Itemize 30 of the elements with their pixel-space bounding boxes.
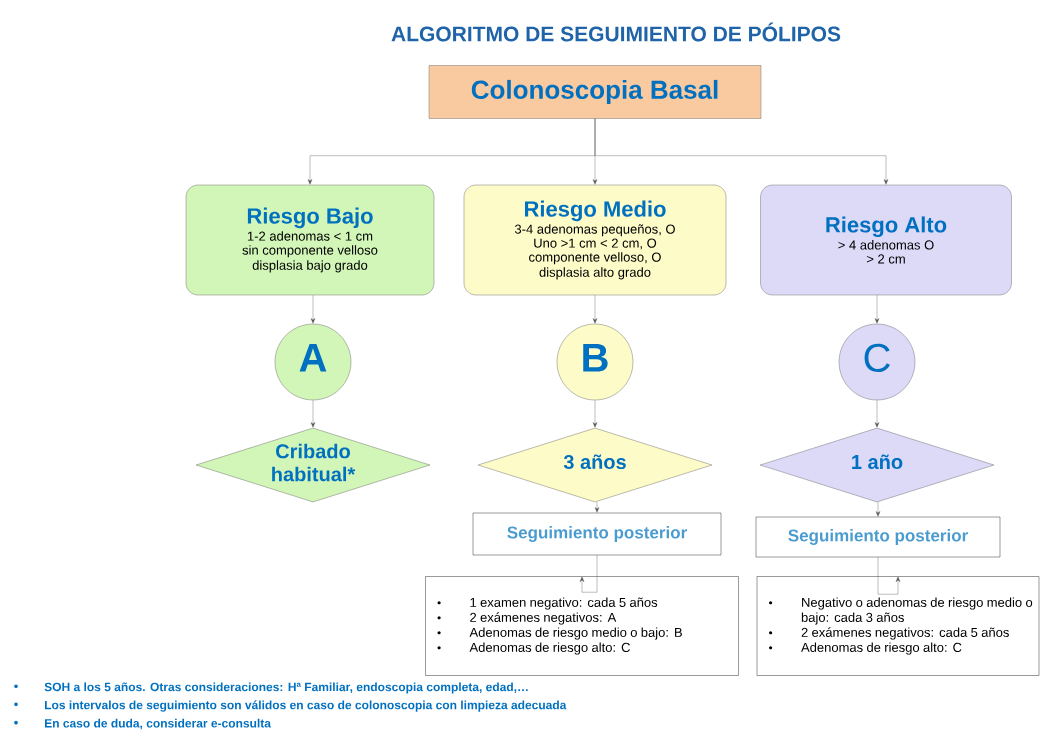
follow-up-box: Seguimiento posterior bbox=[472, 512, 722, 556]
list-box bbox=[425, 576, 739, 676]
risk-box: Riesgo Alto > 4 adenomas O > 2 cm bbox=[760, 184, 1012, 296]
list-item: Adenomas de riesgo alto: C bbox=[769, 642, 962, 655]
arrow bbox=[579, 555, 598, 593]
list-item: Negativo o adenomas de riesgo medio o bajo: cada 3 años bbox=[769, 597, 1033, 625]
arrow bbox=[875, 502, 881, 517]
arrow bbox=[594, 502, 600, 513]
note: Los intervalos de seguimiento son válidos en caso de colonoscopia con limpieza adecuada bbox=[14, 700, 567, 712]
list-item: Adenomas de riesgo medio o bajo: B bbox=[437, 627, 682, 640]
arrow bbox=[594, 118, 889, 185]
risk-box: Riesgo Bajo 1-2 adenomas < 1 cm sin componente velloso displasia bajo grado bbox=[185, 184, 435, 296]
list-item: Adenomas de riesgo alto: C bbox=[437, 642, 630, 655]
list-box bbox=[756, 576, 1040, 676]
list-item: 2 exámenes negativos: cada 5 años bbox=[769, 627, 1009, 640]
note: En caso de duda, considerar e-consulta bbox=[14, 718, 271, 730]
arrow bbox=[877, 557, 901, 595]
arrow bbox=[592, 295, 598, 324]
note: SOH a los 5 años. Otras consideraciones: Hª Familiar, endoscopia completa, edad,… bbox=[14, 682, 528, 694]
arrow bbox=[874, 400, 880, 428]
list-item: 2 exámenes negativos: A bbox=[437, 612, 617, 625]
arrow bbox=[310, 400, 316, 428]
arrow bbox=[310, 295, 316, 324]
list-item: 1 examen negativo: cada 5 años bbox=[437, 597, 658, 610]
arrow bbox=[592, 400, 598, 428]
arrow bbox=[874, 295, 880, 324]
follow-up-box: Seguimiento posterior bbox=[755, 516, 1001, 558]
title: ALGORITMO DE SEGUIMIENTO DE PÓLIPOS bbox=[391, 22, 841, 42]
risk-box: Riesgo Medio 3-4 adenomas pequeños, O Uno >1 cm < 2 cm, O componente velloso, O displasia alto grado bbox=[463, 184, 727, 296]
start-box: Colonoscopia Basal bbox=[428, 65, 762, 119]
